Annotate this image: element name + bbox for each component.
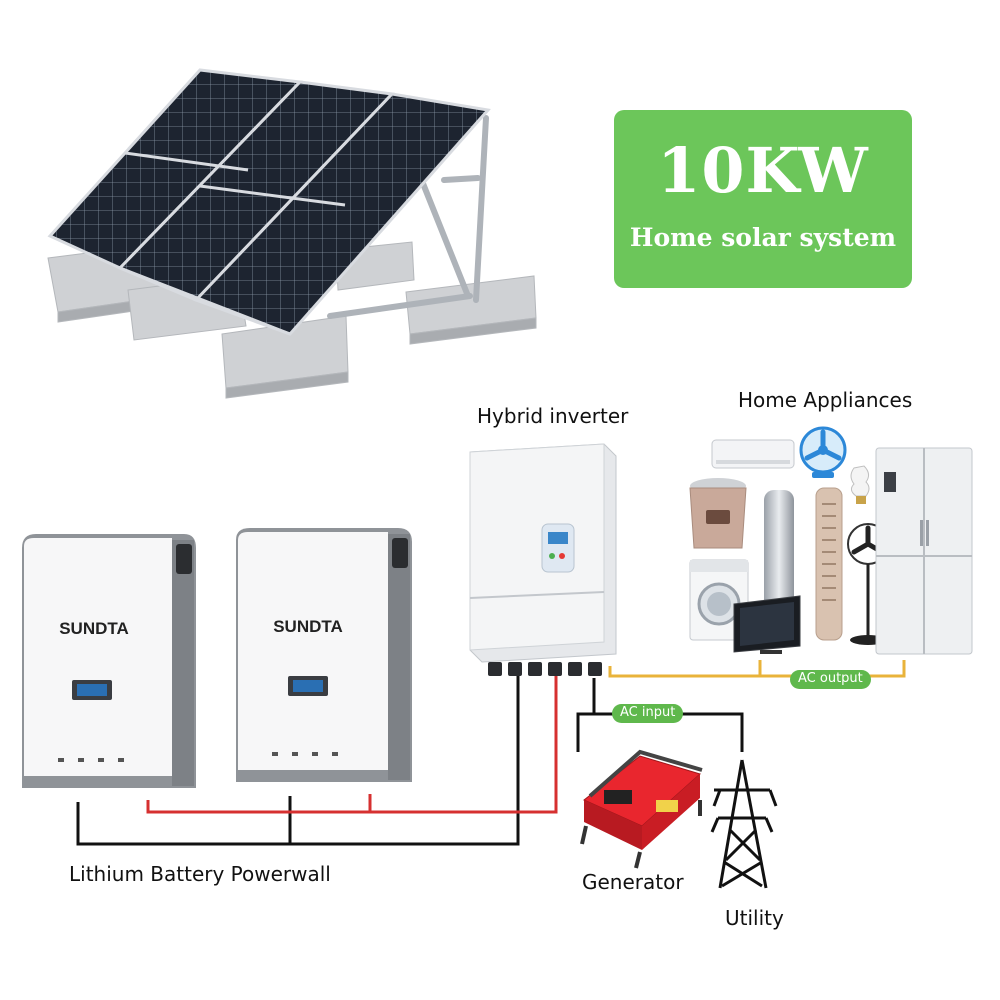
badge-power: 10KW [657,134,869,207]
solar-panel-array [47,68,537,399]
ac-output-pill: AC output [790,670,871,689]
home-appliances [689,426,973,655]
dc-negative-wire [76,676,520,846]
utility-tower-icon [710,759,778,889]
appliances-label: Home Appliances [738,388,913,412]
generator-label: Generator [582,870,684,894]
light-bulb-icon [850,465,870,504]
battery-unit-1: SUNDTA [22,534,196,788]
system-badge: 10KW Home solar system [614,110,912,288]
solar-modules [47,68,491,336]
lithium-battery-powerwall: SUNDTA SUNDTA [22,528,412,788]
battery-unit-2: SUNDTA [236,528,412,782]
dc-wiring [76,676,558,846]
desk-fan-icon [799,426,847,478]
badge-subtitle: Home solar system [629,223,897,252]
ac-input-pill: AC input [612,704,684,723]
mounting-frame [327,115,489,319]
air-conditioner-icon [711,439,795,469]
battery-brand-1: SUNDTA [59,619,129,638]
rice-cooker-icon [689,478,747,549]
battery-label: Lithium Battery Powerwall [69,862,331,886]
tower-fan-icon [815,487,843,641]
ac-output-wire [608,660,906,678]
refrigerator-icon [875,447,973,655]
dc-positive-wire [146,676,558,814]
utility-label: Utility [725,906,784,930]
inverter-label: Hybrid inverter [477,404,629,428]
battery-brand-2: SUNDTA [273,617,343,636]
hybrid-inverter [469,443,617,676]
generator-icon [580,749,703,869]
television-icon [733,595,801,654]
